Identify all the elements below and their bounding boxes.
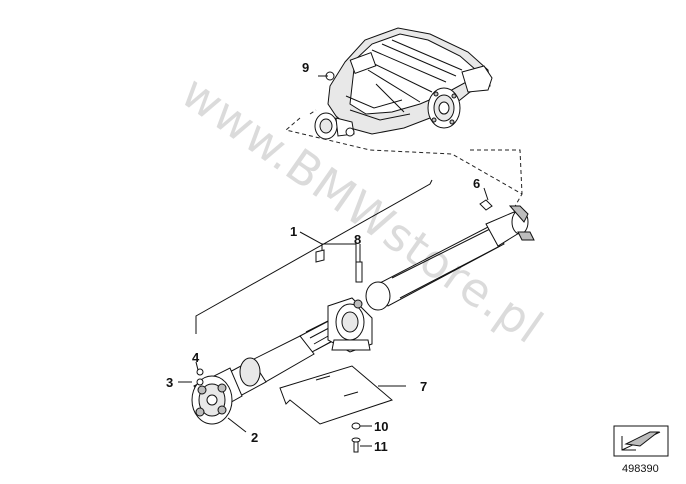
shaft-bracket-line (195, 179, 433, 334)
callout-11: 11 (374, 439, 388, 454)
orientation-arrow-icon (613, 425, 669, 457)
callout-6: 6 (473, 176, 480, 191)
callout-10: 10 (374, 419, 388, 434)
leader-lines (178, 75, 489, 447)
callout-9: 9 (302, 60, 309, 75)
callout-4: 4 (192, 350, 200, 365)
callout-1: 1 (290, 224, 297, 239)
callout-3: 3 (166, 375, 173, 390)
diagram-number: 498390 (622, 463, 659, 475)
mounting-outline (284, 109, 523, 209)
propeller-shaft (191, 205, 535, 425)
rear-differential (314, 27, 493, 140)
callout-7: 7 (420, 379, 427, 394)
fasteners (196, 71, 493, 453)
center-support-bearing (327, 297, 373, 353)
callout-2: 2 (251, 430, 258, 445)
callout-8: 8 (354, 232, 361, 247)
heat-shield (279, 365, 393, 425)
